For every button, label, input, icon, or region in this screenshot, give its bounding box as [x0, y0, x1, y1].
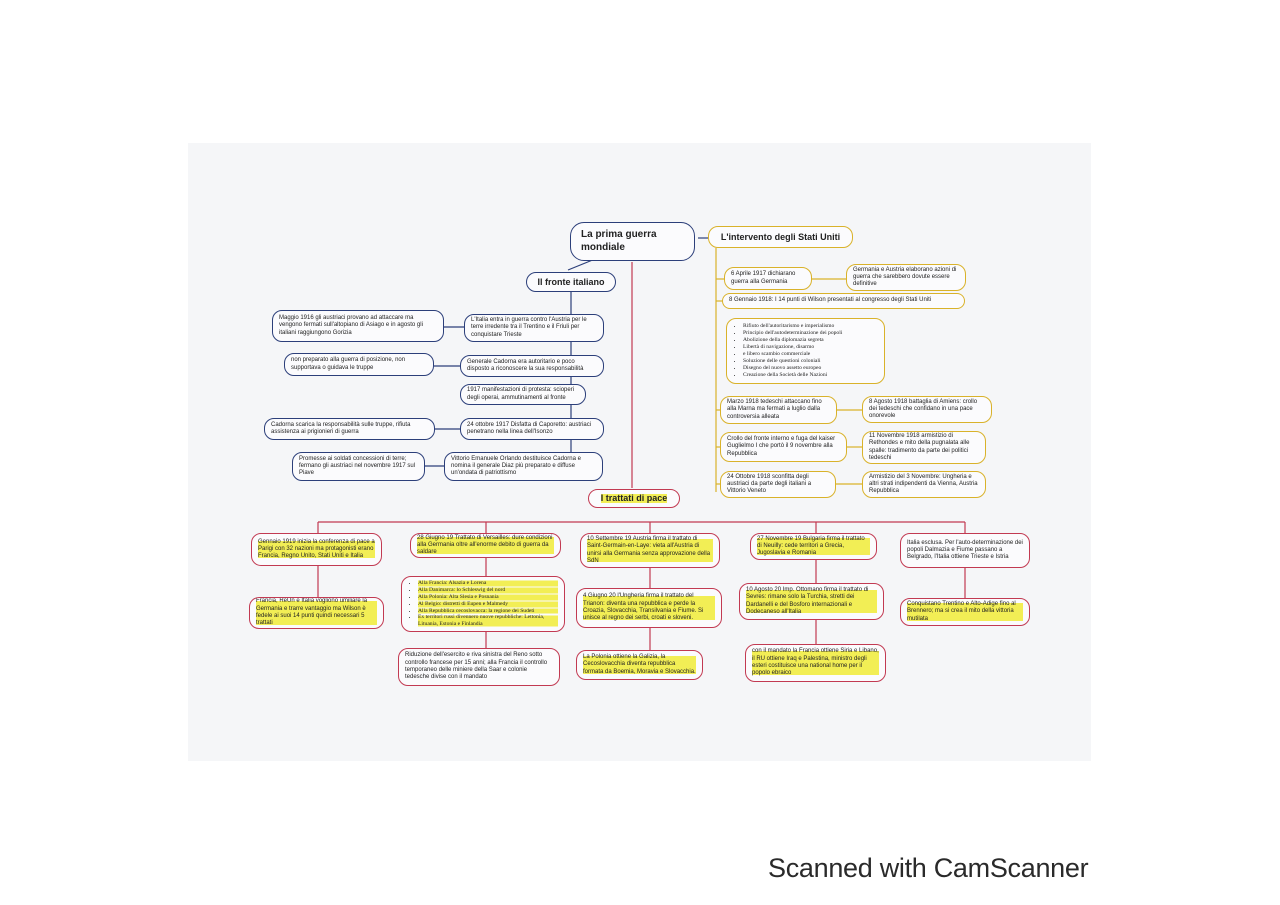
- trattato-c1-b: Francia, ReUn e Italia vogliono umiliare…: [249, 597, 384, 629]
- trattato-c3-a-text: 10 Settembre 19 Austria firma il trattat…: [587, 535, 713, 566]
- trattato-c2-list: Alla Francia: Alsazia e Lorena Alla Dani…: [401, 576, 565, 632]
- fronte-left-2-text: Cadorna scarica la responsabilità sulle …: [271, 421, 411, 435]
- versailles-item: Alla Polonia: Alta Slesia e Posnania: [418, 593, 558, 601]
- trattati-header-text: I trattati di pace: [600, 493, 668, 504]
- usa-mar1918: Marzo 1918 tedeschi attaccano fino alla …: [720, 396, 837, 424]
- usa-header: L'intervento degli Stati Uniti: [708, 226, 853, 248]
- trattato-c5-a-text: Italia esclusa. Per l'auto-determinazion…: [907, 539, 1023, 561]
- usa-azioni: Germania e Austria elaborano azioni di g…: [846, 264, 966, 291]
- points-list: Rifiuto dell'autoritarismo e imperialism…: [733, 323, 842, 379]
- fronte-left-2: Cadorna scarica la responsabilità sulle …: [264, 418, 435, 440]
- trattato-c4-a: 27 Novembre 19 Bulgaria firma il trattat…: [750, 533, 877, 560]
- point-item: e libero scambio commerciale: [743, 351, 842, 358]
- usa-mar1918-text: Marzo 1918 tedeschi attaccano fino alla …: [727, 399, 822, 420]
- trattati-header: I trattati di pace: [588, 489, 680, 508]
- versailles-item: Alla Repubblica cecoslovacca: la regione…: [418, 607, 558, 615]
- trattato-c3-c-text: La Polonia ottiene la Galizia, la Cecosl…: [583, 654, 696, 676]
- versailles-item: Alla Danimarca: lo Schleswig del nord: [418, 586, 558, 594]
- usa-nov1918: 11 Novembre 1918 armistizio di Rethondes…: [862, 431, 986, 464]
- usa-ott1918: 24 Ottobre 1918 sconfitta degli austriac…: [720, 471, 836, 498]
- fronte-right-4-text: Vittorio Emanuele Orlando destituisce Ca…: [451, 455, 581, 477]
- trattato-c3-b-text: 4 Giugno 20 l'Ungheria firma il trattato…: [583, 593, 715, 623]
- fronte-right-3: 24 ottobre 1917 Disfatta di Caporetto: a…: [460, 418, 604, 440]
- trattato-c5-a: Italia esclusa. Per l'auto-determinazion…: [900, 533, 1030, 568]
- fronte-left-1: non preparato alla guerra di posizione, …: [284, 353, 434, 376]
- point-item: Disegno del nuovo assetto europeo: [743, 365, 842, 372]
- usa-armistizio-text: Armistizio del 3 Novembre: Ungheria e al…: [869, 473, 978, 495]
- trattato-c1-a-text: Gennaio 1919 inizia la conferenza di pac…: [258, 538, 375, 561]
- usa-wilson-text: 8 Gennaio 1918: I 14 punti di Wilson pre…: [729, 297, 932, 304]
- usa-crollo: Crollo del fronte interno e fuga del kai…: [720, 432, 847, 462]
- usa-14-points: Rifiuto dell'autoritarismo e imperialism…: [726, 318, 885, 384]
- trattato-c1-a: Gennaio 1919 inizia la conferenza di pac…: [251, 533, 382, 566]
- scanner-watermark: Scanned with CamScanner: [768, 853, 1089, 883]
- versailles-item: Ex territori russi divennero nuove repub…: [418, 614, 558, 629]
- versailles-list: Alla Francia: Alsazia e Lorena Alla Dani…: [408, 579, 558, 629]
- fronte-header-text: Il fronte italiano: [537, 276, 605, 287]
- fronte-right-3-text: 24 ottobre 1917 Disfatta di Caporetto: a…: [467, 421, 592, 435]
- fronte-right-0-text: L'Italia entra in guerra contro l'Austri…: [471, 317, 587, 338]
- usa-armistizio: Armistizio del 3 Novembre: Ungheria e al…: [862, 471, 986, 498]
- point-item: Principio dell'autodeterminazione dei po…: [743, 330, 842, 337]
- trattato-c4-c-text: con il mandato la Francia ottiene Siria …: [752, 648, 879, 678]
- point-item: Creazione della Società delle Nazioni: [743, 372, 842, 379]
- point-item: Rifiuto dell'autoritarismo e imperialism…: [743, 323, 842, 330]
- fronte-right-0: L'Italia entra in guerra contro l'Austri…: [464, 314, 604, 342]
- usa-header-text: L'intervento degli Stati Uniti: [720, 231, 841, 242]
- usa-azioni-text: Germania e Austria elaborano azioni di g…: [853, 266, 957, 288]
- point-item: Abolizione della diplomazia segreta: [743, 337, 842, 344]
- versailles-item: Alla Francia: Alsazia e Lorena: [418, 579, 558, 587]
- trattato-c1-b-text: Francia, ReUn e Italia vogliono umiliare…: [256, 598, 377, 628]
- usa-ago1918: 8 Agosto 1918 battaglia di Amiens: croll…: [862, 396, 992, 423]
- point-item: Libertà di navigazione, disarmo: [743, 344, 842, 351]
- usa-crollo-text: Crollo del fronte interno e fuga del kai…: [727, 436, 836, 457]
- fronte-left-1-text: non preparato alla guerra di posizione, …: [291, 357, 406, 371]
- trattato-c3-a: 10 Settembre 19 Austria firma il trattat…: [580, 533, 720, 568]
- map-title-text: La prima guerra mondiale: [581, 229, 657, 253]
- fronte-left-3: Promesse ai soldati concessioni di terre…: [292, 452, 425, 481]
- trattato-c2-a-text: 28 Giugno 19 Trattato di Versailles: dur…: [417, 534, 554, 557]
- fronte-left-3-text: Promesse ai soldati concessioni di terre…: [299, 455, 416, 477]
- trattato-c3-c: La Polonia ottiene la Galizia, la Cecosl…: [576, 650, 703, 680]
- fronte-right-4: Vittorio Emanuele Orlando destituisce Ca…: [444, 452, 603, 481]
- point-item: Soluzione delle questioni coloniali: [743, 358, 842, 365]
- versailles-item: Al Belgio: distretti di Eupen e Malmedy: [418, 600, 558, 608]
- fronte-header: Il fronte italiano: [526, 272, 616, 292]
- usa-apr1917: 6 Aprile 1917 dichiarano guerra alla Ger…: [724, 267, 812, 290]
- fronte-right-1-text: Generale Cadorna era autoritario e poco …: [467, 358, 584, 372]
- usa-ott1918-text: 24 Ottobre 1918 sconfitta degli austriac…: [727, 473, 812, 495]
- trattato-c2-c-text: Riduzione dell'esercito e riva sinistra …: [405, 652, 548, 681]
- usa-nov1918-text: 11 Novembre 1918 armistizio di Rethondes…: [869, 432, 970, 461]
- fronte-right-1: Generale Cadorna era autoritario e poco …: [460, 355, 604, 377]
- trattato-c2-c: Riduzione dell'esercito e riva sinistra …: [398, 648, 560, 686]
- map-title: La prima guerra mondiale: [570, 222, 695, 261]
- trattato-c5-b-text: Conquistano Trentino e Alto-Adige fino a…: [907, 601, 1023, 623]
- trattato-c4-a-text: 27 Novembre 19 Bulgaria firma il trattat…: [757, 535, 870, 558]
- usa-wilson: 8 Gennaio 1918: I 14 punti di Wilson pre…: [722, 293, 965, 309]
- trattato-c4-b-text: 10 Agosto 20 Imp. Ottomano firma il trat…: [746, 586, 877, 617]
- trattato-c5-b: Conquistano Trentino e Alto-Adige fino a…: [900, 598, 1030, 626]
- trattato-c4-c: con il mandato la Francia ottiene Siria …: [745, 644, 886, 682]
- trattato-c4-b: 10 Agosto 20 Imp. Ottomano firma il trat…: [739, 583, 884, 620]
- trattato-c2-a: 28 Giugno 19 Trattato di Versailles: dur…: [410, 533, 561, 558]
- fronte-left-0-text: Maggio 1916 gli austriaci provano ad att…: [279, 315, 423, 336]
- usa-apr1917-text: 6 Aprile 1917 dichiarano guerra alla Ger…: [731, 271, 796, 285]
- fronte-right-2-text: 1917 manifestazioni di protesta: scioper…: [467, 387, 575, 401]
- usa-ago1918-text: 8 Agosto 1918 battaglia di Amiens: croll…: [869, 398, 978, 420]
- fronte-left-0: Maggio 1916 gli austriaci provano ad att…: [272, 310, 444, 342]
- fronte-right-2: 1917 manifestazioni di protesta: scioper…: [460, 384, 586, 405]
- trattato-c3-b: 4 Giugno 20 l'Ungheria firma il trattato…: [576, 588, 722, 628]
